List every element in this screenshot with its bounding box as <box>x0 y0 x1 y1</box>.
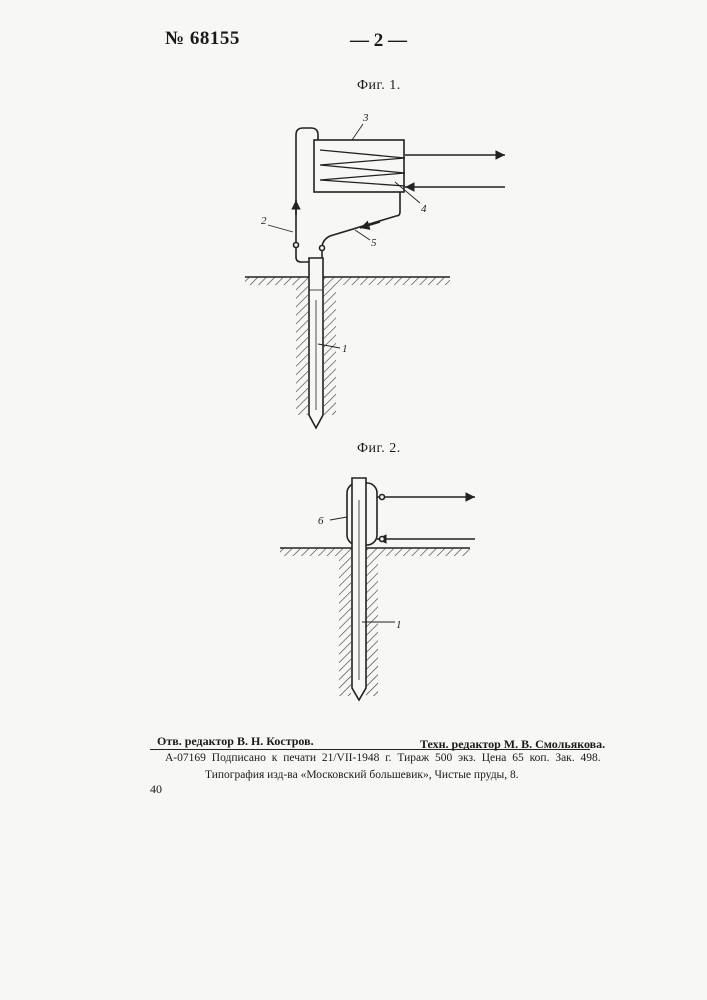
figure-1 <box>245 124 505 428</box>
label-fig1-1: 1 <box>342 343 348 355</box>
shaft-hatch-left <box>296 285 308 415</box>
ground-hatch-fig2 <box>280 548 470 556</box>
print-info: А-07169 Подписано к печати 21/VII-1948 г… <box>165 752 601 764</box>
return-pipe-5 <box>322 192 400 258</box>
responsible-editor: Отв. редактор В. Н. Костров. <box>157 734 314 749</box>
ground-hatch-fig1 <box>245 277 450 285</box>
shaft-hatch-left-fig2 <box>339 556 351 696</box>
shaft-hatch-right <box>324 285 336 415</box>
label-fig2-6: 6 <box>318 515 324 527</box>
margin-number: 40 <box>150 782 162 797</box>
label-fig2-1: 1 <box>396 619 402 631</box>
label-fig1-3: 3 <box>362 112 369 124</box>
label-fig1-4: 4 <box>421 203 427 215</box>
footer-rule <box>150 749 590 750</box>
figure-2 <box>280 478 475 700</box>
label-fig1-2: 2 <box>261 215 267 227</box>
printer-info: Типография изд-ва «Московский большевик»… <box>205 769 519 781</box>
coil-4 <box>320 150 405 186</box>
figure-1-numbers: 1 2 3 4 5 <box>261 112 427 355</box>
shaft-hatch-right-fig2 <box>366 556 378 696</box>
label-fig1-5: 5 <box>371 237 377 249</box>
